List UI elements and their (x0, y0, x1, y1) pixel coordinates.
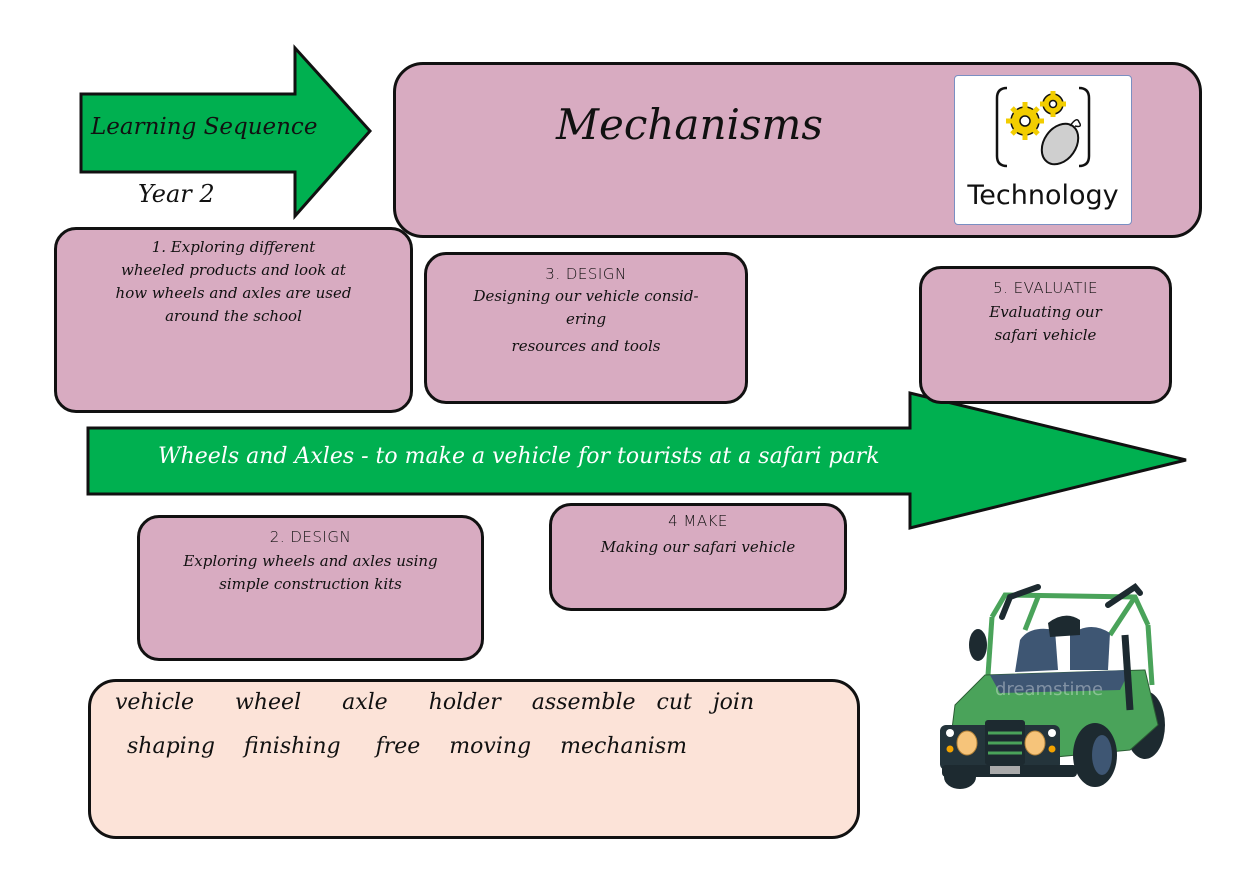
vocab-row-2: shaping finishing free moving mechanism (127, 734, 687, 759)
vocab-word: mechanism (560, 734, 687, 759)
year-label: Year 2 (138, 180, 215, 208)
watermark: dreamstime (995, 679, 1104, 700)
step-2-card: 2. DESIGN Exploring wheels and axles usi… (137, 515, 484, 661)
step-1-card: 1. Exploring different wheeled products … (54, 227, 413, 413)
step-2-title: 2. DESIGN (269, 528, 352, 546)
page-title: Mechanisms (556, 100, 823, 149)
step-1-line: 1. Exploring different (151, 238, 316, 256)
title-box: Mechanisms Technology (393, 62, 1202, 238)
step-3-card: 3. DESIGN Designing our vehicle consid- … (424, 252, 748, 404)
step-4-card: 4 MAKE Making our safari vehicle (549, 503, 847, 611)
vocab-word: holder (428, 690, 501, 715)
vocab-word: free (375, 734, 421, 759)
step-5-line: Evaluating our (989, 303, 1102, 321)
vocab-word: axle (342, 690, 388, 715)
main-arrow-text: Wheels and Axles - to make a vehicle for… (158, 444, 880, 469)
gears-and-mouse-icon (995, 86, 1091, 168)
step-4-title: 4 MAKE (668, 512, 728, 530)
wheels-axles-arrow (86, 391, 1187, 530)
step-1-line: around the school (165, 307, 302, 325)
safari-jeep-illustration: dreamstime (930, 575, 1180, 790)
vocab-word: cut (656, 690, 692, 715)
technology-logo: Technology (954, 75, 1132, 225)
step-3-line: ering (565, 310, 607, 328)
vocab-row-1: vehicle wheel axle holder assemble cut j… (115, 690, 754, 715)
step-1-line: how wheels and axles are used (115, 284, 352, 302)
technology-label: Technology (967, 180, 1119, 211)
learning-sequence-label: Learning Sequence (91, 114, 318, 140)
vocab-word: wheel (235, 690, 302, 715)
vocab-word: join (712, 690, 755, 715)
step-2-line: Exploring wheels and axles using (183, 552, 438, 570)
step-5-line: safari vehicle (994, 326, 1097, 344)
vocab-word: moving (449, 734, 532, 759)
step-2-line: simple construction kits (219, 575, 402, 593)
step-4-line: Making our safari vehicle (600, 538, 796, 556)
step-5-title: 5. EVALUATIE (993, 279, 1098, 297)
step-3-title: 3. DESIGN (545, 265, 627, 283)
step-5-card: 5. EVALUATIE Evaluating our safari vehic… (919, 266, 1172, 404)
vocab-word: vehicle (115, 690, 195, 715)
step-1-line: wheeled products and look at (121, 261, 346, 279)
vocab-word: shaping (127, 734, 215, 759)
vocab-word: finishing (243, 734, 341, 759)
step-3-line: Designing our vehicle consid- (473, 287, 699, 305)
vocabulary-box: vehicle wheel axle holder assemble cut j… (88, 679, 860, 839)
learning-sequence-arrow (79, 44, 373, 220)
jeep-icon (940, 583, 1165, 789)
step-3-line: resources and tools (511, 337, 661, 355)
vocab-word: assemble (531, 690, 636, 715)
